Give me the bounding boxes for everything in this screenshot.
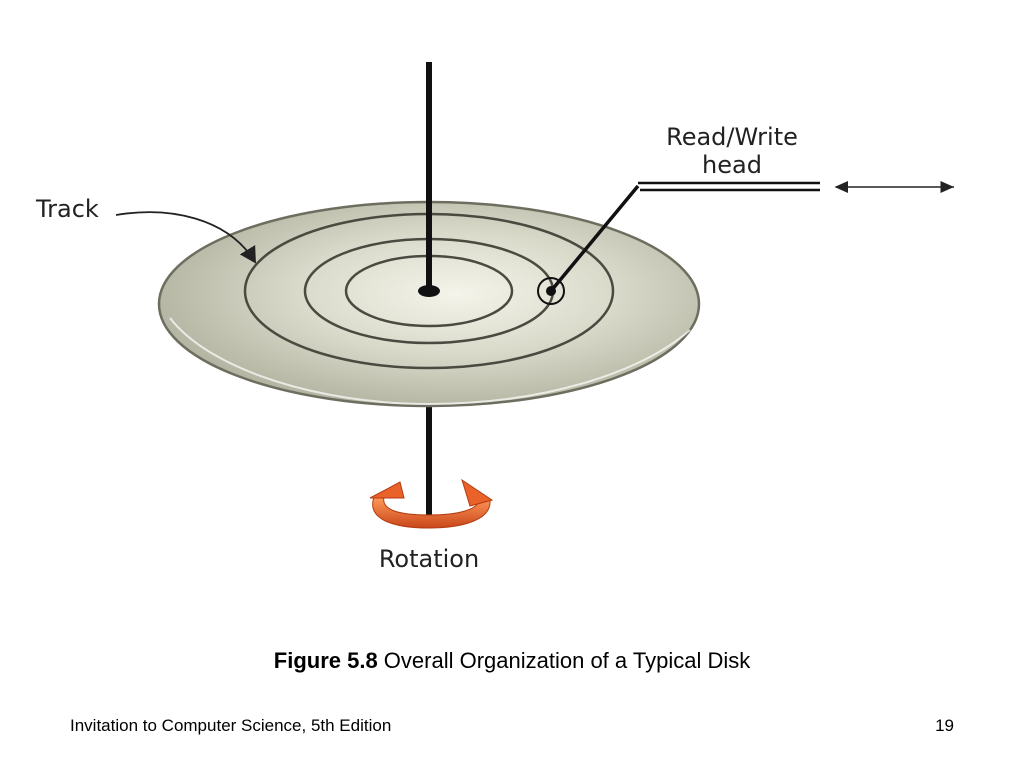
- figure-title: Overall Organization of a Typical Disk: [377, 648, 751, 673]
- read-write-head-circle: [537, 277, 565, 305]
- track-label: Track: [35, 195, 99, 223]
- head-arm: [549, 184, 640, 293]
- track-pointer-arrow: [115, 211, 256, 264]
- rotation-label: Rotation: [379, 545, 479, 573]
- read-write-label-line2: head: [702, 151, 762, 179]
- rotation-arrow-icon: [369, 478, 494, 529]
- disk-diagram: Track Read/Write head Rotation: [35, 62, 954, 573]
- footer-book-title: Invitation to Computer Science, 5th Edit…: [70, 716, 392, 735]
- figure-caption: Figure 5.8 Overall Organization of a Typ…: [0, 648, 1024, 674]
- read-write-head-point: [546, 286, 556, 296]
- footer-page-number: 19: [935, 716, 954, 735]
- read-write-label-line1: Read/Write: [666, 123, 798, 151]
- disk-rim-highlight: [169, 317, 691, 406]
- spindle-hub: [418, 285, 440, 297]
- figure-number: Figure 5.8: [273, 648, 378, 673]
